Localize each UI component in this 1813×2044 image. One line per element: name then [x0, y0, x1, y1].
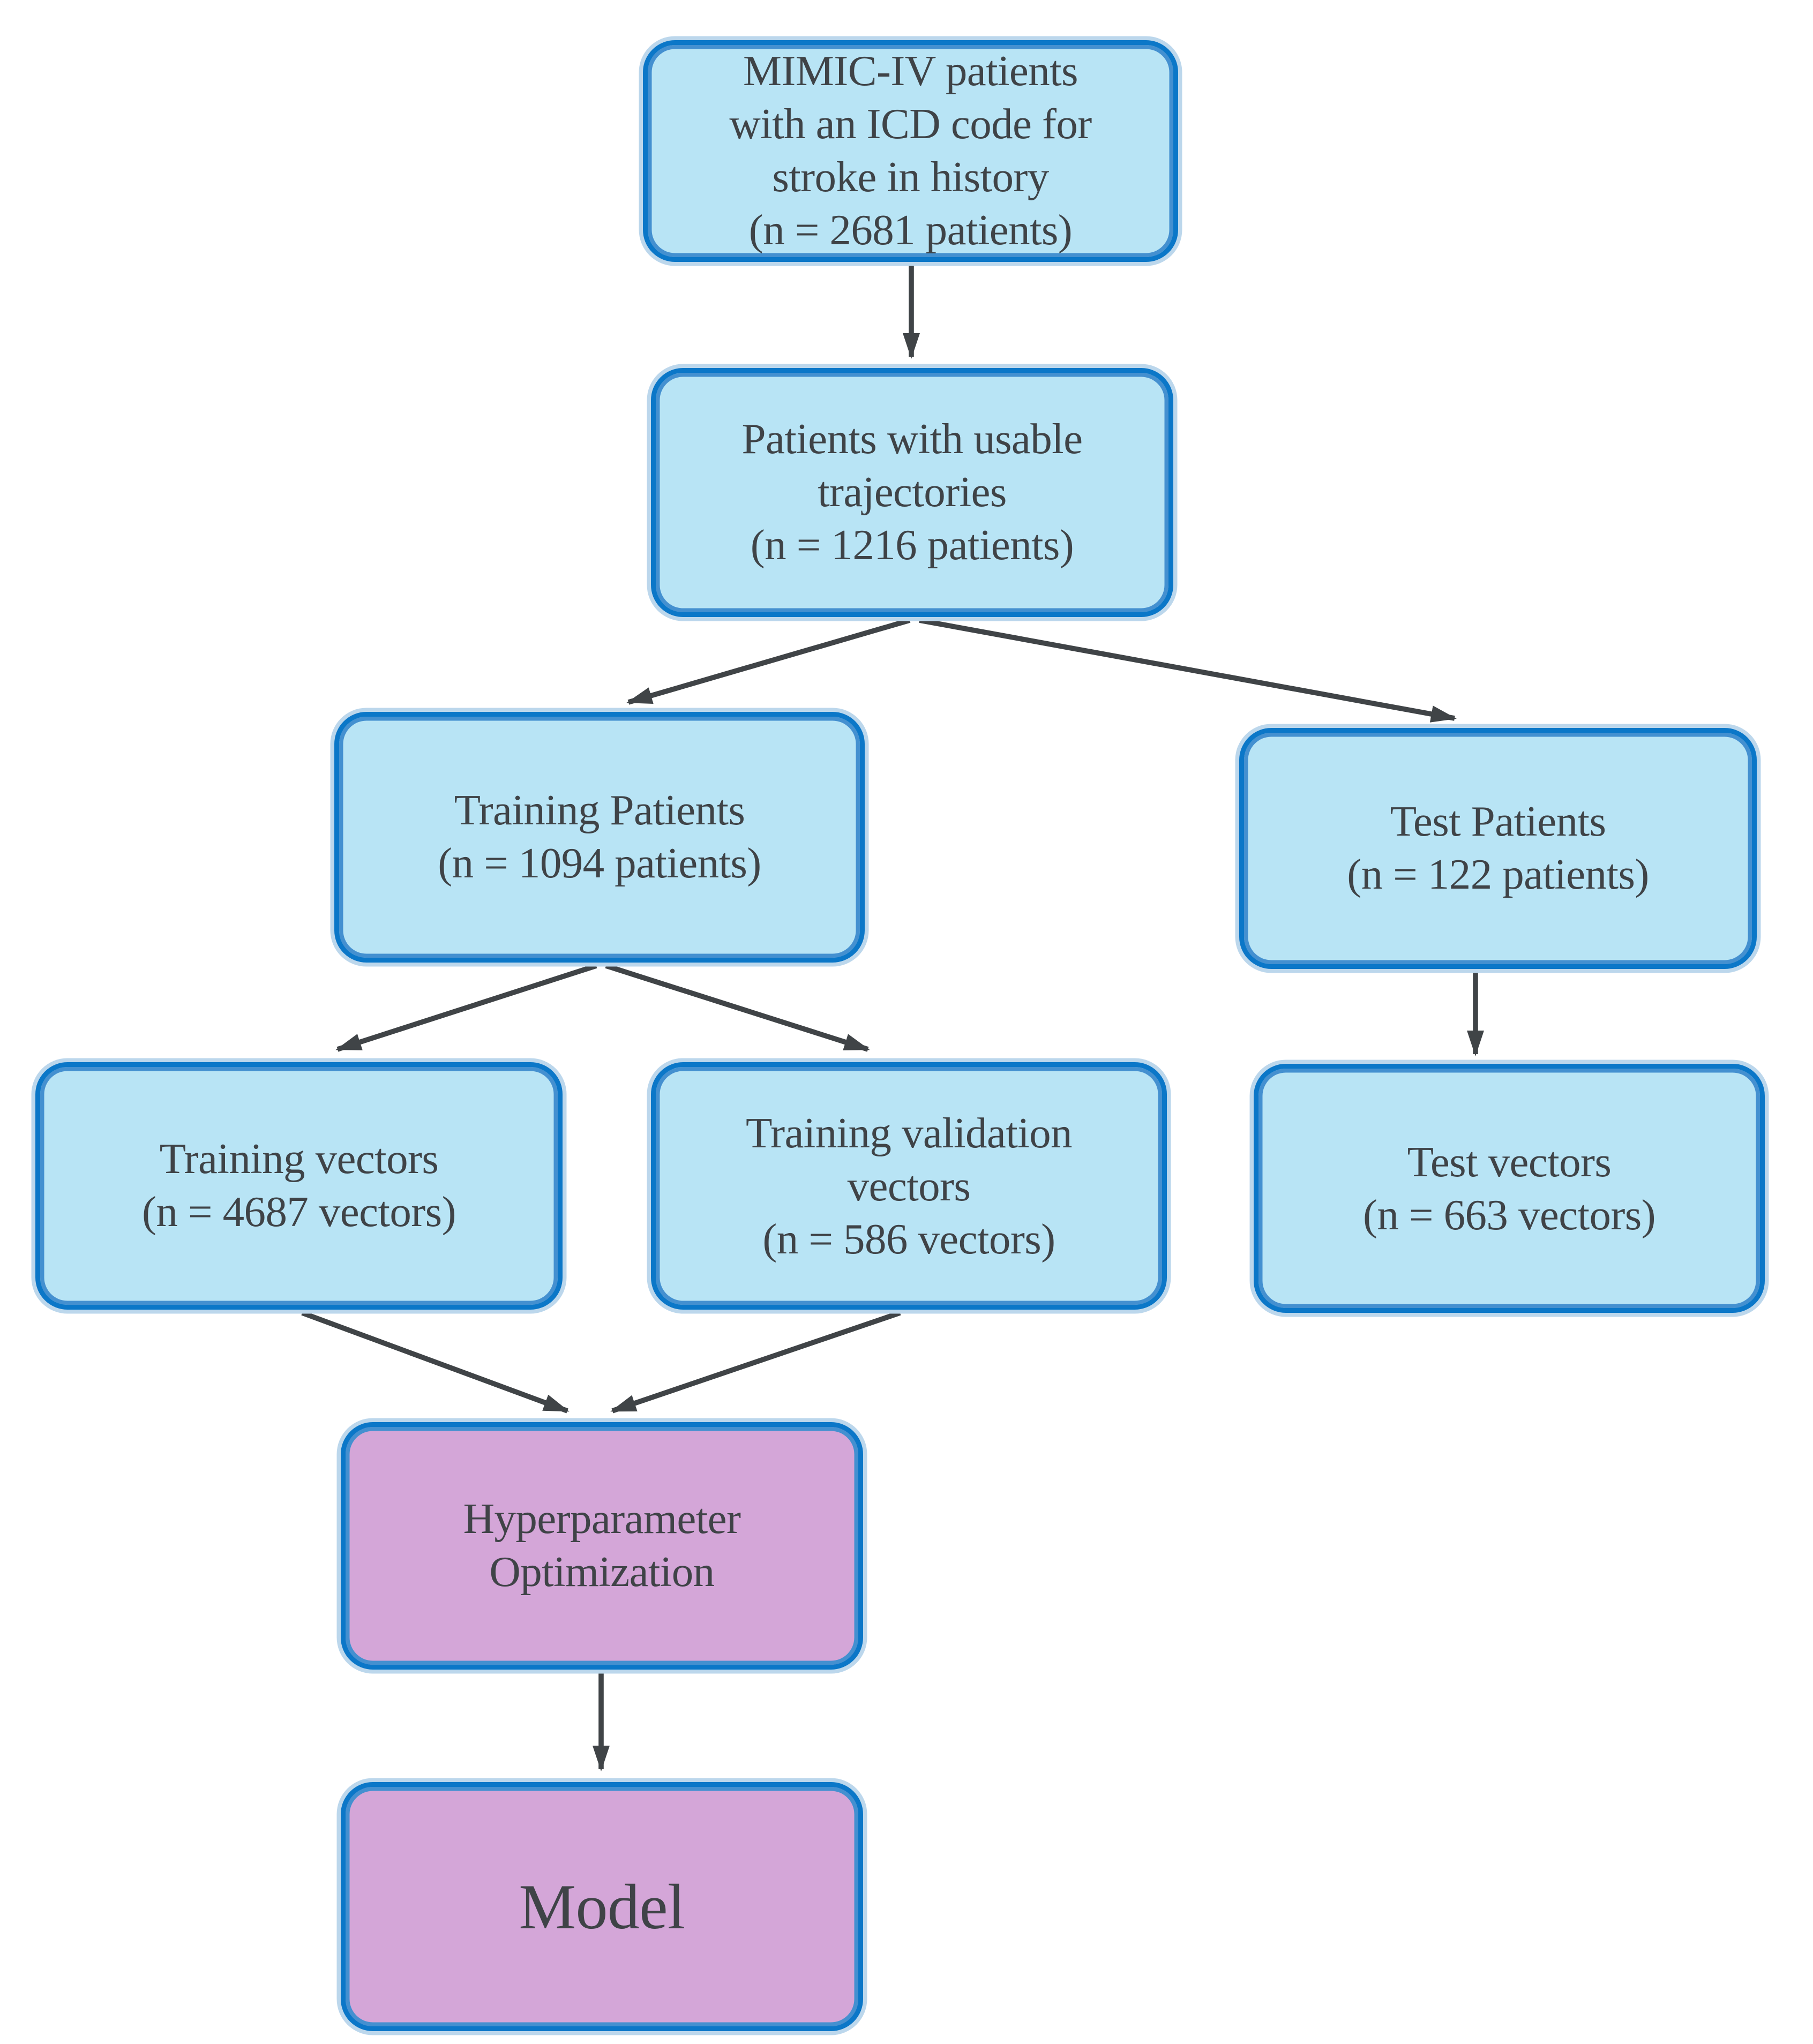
arrow-training-patients-to-training-validation-vectors	[605, 963, 870, 1052]
node-label: Model	[519, 1870, 685, 1944]
node-label-line: Training vectors	[159, 1134, 439, 1183]
node-test-vectors: Test vectors (n = 663 vectors)	[1254, 1064, 1765, 1313]
node-label-line: Training validation	[746, 1108, 1072, 1156]
node-label-line: (n = 1094 patients)	[438, 839, 761, 887]
node-label-line: with an ICD code for	[729, 100, 1092, 148]
node-label: Hyperparameter Optimization	[463, 1493, 741, 1599]
node-label-line: trajectories	[818, 468, 1007, 516]
arrow-usable-to-training-patients	[626, 618, 911, 705]
node-label-line: Hyperparameter	[463, 1494, 741, 1543]
node-label-line: (n = 2681 patients)	[748, 206, 1073, 254]
node-label: Training Patients (n = 1094 patients)	[438, 784, 761, 890]
node-label-line: stroke in history	[772, 153, 1049, 201]
node-label-line: Training Patients	[454, 786, 745, 834]
node-label-line: (n = 4687 vectors)	[141, 1188, 456, 1236]
node-label-line: vectors	[847, 1161, 971, 1209]
node-label: Training vectors (n = 4687 vectors)	[142, 1133, 456, 1239]
node-training-vectors: Training vectors (n = 4687 vectors)	[35, 1062, 563, 1310]
node-label-line: Test vectors	[1407, 1137, 1612, 1185]
node-label-line: MIMIC-IV patients	[743, 47, 1078, 95]
node-label: Patients with usable trajectories (n = 1…	[742, 413, 1083, 572]
node-model: Model	[341, 1782, 863, 2031]
node-label-line: Model	[519, 1869, 685, 1942]
node-label-line: Patients with usable	[741, 415, 1083, 463]
node-label-line: (n = 1216 patients)	[750, 521, 1074, 569]
arrow-usable-to-test-patients	[919, 618, 1457, 723]
node-label-line: (n = 663 vectors)	[1362, 1190, 1656, 1238]
arrow-training-vectors-to-hyperopt	[301, 1310, 570, 1414]
node-mimic-iv-patients: MIMIC-IV patients with an ICD code for s…	[643, 40, 1178, 262]
node-label: Test vectors (n = 663 vectors)	[1362, 1136, 1656, 1242]
node-test-patients: Test Patients (n = 122 patients)	[1239, 728, 1757, 969]
node-usable-trajectories: Patients with usable trajectories (n = 1…	[651, 368, 1173, 617]
node-training-patients: Training Patients (n = 1094 patients)	[334, 712, 865, 963]
node-label: Test Patients (n = 122 patients)	[1347, 795, 1649, 901]
arrow-training-validation-vectors-to-hyperopt	[610, 1310, 901, 1414]
node-label: Training validation vectors (n = 586 vec…	[746, 1107, 1072, 1266]
node-hyperparameter-optimization: Hyperparameter Optimization	[341, 1422, 863, 1670]
arrow-training-patients-to-training-vectors	[335, 963, 597, 1052]
node-label-line: (n = 586 vectors)	[762, 1214, 1055, 1263]
node-label-line: Optimization	[489, 1547, 715, 1596]
node-training-validation-vectors: Training validation vectors (n = 586 vec…	[651, 1062, 1167, 1310]
node-label-line: Test Patients	[1390, 797, 1606, 845]
node-label-line: (n = 122 patients)	[1347, 850, 1649, 898]
node-label: MIMIC-IV patients with an ICD code for s…	[729, 45, 1092, 257]
